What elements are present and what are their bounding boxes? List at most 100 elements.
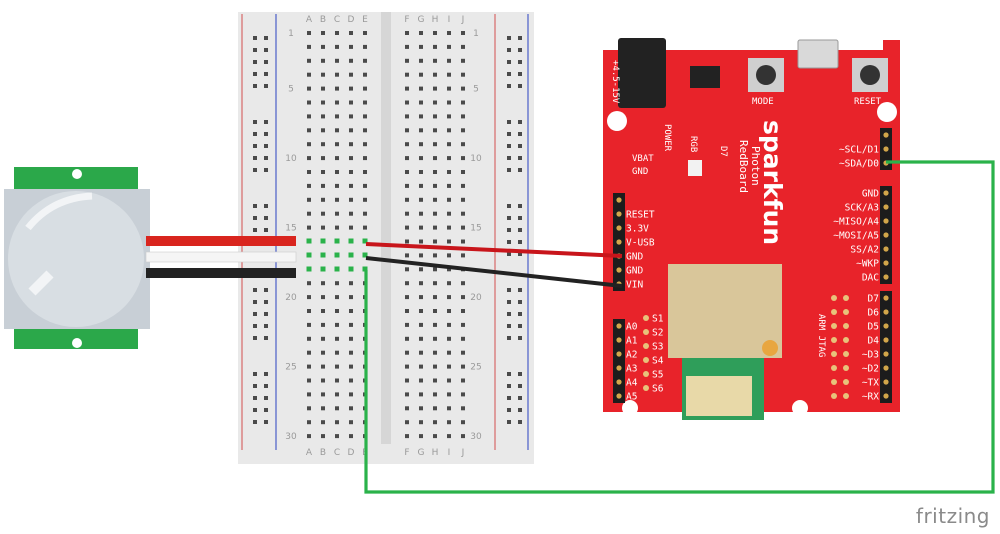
breadboard-hole xyxy=(405,170,409,174)
breadboard-hole xyxy=(447,225,451,230)
s-pad xyxy=(643,343,649,349)
breadboard-hole xyxy=(363,197,367,202)
breadboard-hole xyxy=(433,100,437,105)
breadboard-hole xyxy=(405,86,409,91)
breadboard-hole xyxy=(405,364,409,369)
breadboard-hole xyxy=(433,378,437,383)
s-label: S4 xyxy=(652,356,664,367)
breadboard-hole xyxy=(447,142,451,147)
breadboard-hole xyxy=(307,322,311,327)
breadboard-hole-connected xyxy=(362,252,368,258)
photon-redboard: +4.5-15V MODE RESET POWER RGB D7 VBAT GN… xyxy=(603,38,900,420)
breadboard-hole xyxy=(363,170,367,174)
rail-hole xyxy=(518,420,522,424)
rail-hole xyxy=(264,396,268,400)
breadboard-hole-connected xyxy=(348,252,354,258)
breadboard-hole xyxy=(321,197,325,202)
header-pin xyxy=(883,146,889,152)
rail-hole xyxy=(518,228,522,232)
wire-signal-green xyxy=(364,160,995,494)
breadboard-hole xyxy=(321,225,325,230)
breadboard-hole xyxy=(461,58,465,63)
breadboard-hole xyxy=(405,406,409,411)
breadboard-hole xyxy=(349,434,353,439)
breadboard-hole xyxy=(335,295,339,300)
breadboard-hole xyxy=(447,295,451,300)
header-pin xyxy=(616,267,622,273)
breadboard-hole xyxy=(321,114,325,119)
rail-hole xyxy=(518,156,522,160)
rail-hole xyxy=(253,420,257,424)
breadboard-hole xyxy=(335,322,339,327)
s-label: S6 xyxy=(652,384,664,395)
breadboard-hole xyxy=(335,281,339,286)
header-pin xyxy=(883,232,889,238)
rail-hole xyxy=(507,228,511,232)
breadboard-hole xyxy=(307,350,311,355)
column-letter: C xyxy=(334,448,340,458)
breadboard-hole xyxy=(405,197,409,202)
breadboard-hole xyxy=(405,281,409,286)
breadboard-hole-connected xyxy=(348,266,354,272)
rail-hole xyxy=(518,168,522,172)
breadboard-hole xyxy=(461,322,465,327)
header-pin xyxy=(883,246,889,252)
breadboard-hole xyxy=(321,350,325,355)
breadboard-hole xyxy=(447,350,451,355)
breadboard-hole xyxy=(335,156,339,161)
board-mount-hole-tr xyxy=(877,102,897,122)
row-number: 5 xyxy=(473,85,479,95)
breadboard-hole-connected xyxy=(320,266,326,272)
column-letter: G xyxy=(418,15,425,25)
board-headers xyxy=(613,128,892,403)
breadboard-hole-connected xyxy=(320,238,326,244)
s-label: S2 xyxy=(652,328,663,339)
jtag-pad xyxy=(843,351,849,357)
breadboard-hole xyxy=(419,72,423,77)
board-mount-hole-br xyxy=(792,400,808,416)
voltage-label: +4.5-15V xyxy=(610,60,620,104)
breadboard-hole xyxy=(461,114,465,119)
breadboard-hole-connected xyxy=(348,238,354,244)
rgb-led xyxy=(688,160,702,176)
pir-motion-sensor xyxy=(4,167,297,349)
mode-button xyxy=(756,65,776,85)
breadboard-hole xyxy=(335,392,339,397)
breadboard-hole xyxy=(461,72,465,77)
rail-hole xyxy=(507,48,511,52)
reset-label: RESET xyxy=(854,97,882,107)
breadboard-hole xyxy=(419,170,423,174)
breadboard-hole xyxy=(307,281,311,286)
rail-hole xyxy=(253,396,257,400)
s-pad xyxy=(643,329,649,335)
s-pad xyxy=(643,315,649,321)
breadboard-hole xyxy=(321,309,325,313)
breadboard-hole xyxy=(321,322,325,327)
breadboard-hole xyxy=(433,31,437,35)
breadboard-hole xyxy=(433,225,437,230)
breadboard-hole xyxy=(321,72,325,77)
s-label: S1 xyxy=(652,314,664,325)
breadboard-hole xyxy=(447,44,451,49)
pin-label: DAC xyxy=(862,273,879,284)
pin-label: D6 xyxy=(868,308,880,319)
rail-hole xyxy=(264,84,268,88)
breadboard-hole xyxy=(405,378,409,383)
sensor-lead-white xyxy=(145,251,297,263)
header-pin xyxy=(616,211,622,217)
rail-hole xyxy=(253,408,257,412)
breadboard-hole xyxy=(363,100,367,105)
rail-hole xyxy=(507,288,511,292)
wire-vusb-red xyxy=(365,242,623,258)
breadboard-hole xyxy=(349,156,353,161)
rail-hole xyxy=(518,84,522,88)
breadboard-hole xyxy=(461,197,465,202)
breadboard-hole xyxy=(321,170,325,174)
board-mount-hole-tl xyxy=(607,111,627,131)
model-line-1: Photon xyxy=(749,146,762,186)
breadboard-hole xyxy=(363,58,367,63)
sensor-dome xyxy=(8,191,144,327)
breadboard-hole xyxy=(419,322,423,327)
rail-hole xyxy=(507,384,511,388)
breadboard-hole xyxy=(321,58,325,63)
